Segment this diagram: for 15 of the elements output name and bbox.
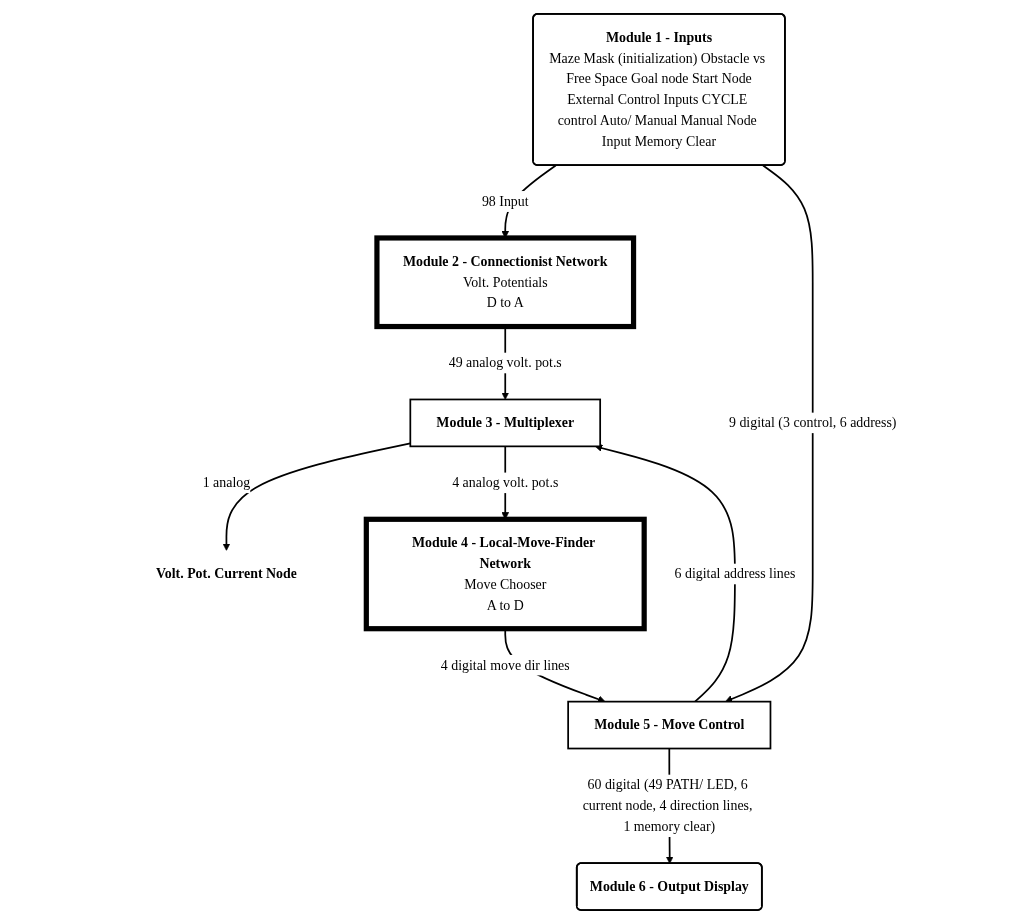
edge-label: 6 digital address lines <box>674 566 796 581</box>
edge-label: 49 analog volt. pot.s <box>449 355 563 370</box>
arrow <box>595 444 737 703</box>
edge-label: 9 digital (3 control, 6 address) <box>729 415 897 430</box>
edge-label: 1 analog <box>203 475 251 490</box>
edge-label: 60 digital (49 PATH/ LED, 6 current node, 4 direction lines, 1 memory clear) <box>583 777 753 834</box>
edge-label: 98 Input <box>482 193 529 209</box>
node-box: Module 3 - Multiplexer <box>409 398 602 448</box>
edge-label: 4 analog volt. pot.s <box>452 475 559 490</box>
node-text: Volt. Pot. Current Node <box>156 566 298 581</box>
node-box: Module 4 - Local-Move-Finder Network Move Chooser A to D <box>364 516 648 632</box>
node-box: Module 5 - Move Control <box>567 700 772 750</box>
arrow <box>725 164 814 703</box>
edge-label: 4 digital move dir lines <box>441 657 570 673</box>
node-box: Module 2 - Connectionist Network Volt. Potentials D to A <box>374 235 637 330</box>
